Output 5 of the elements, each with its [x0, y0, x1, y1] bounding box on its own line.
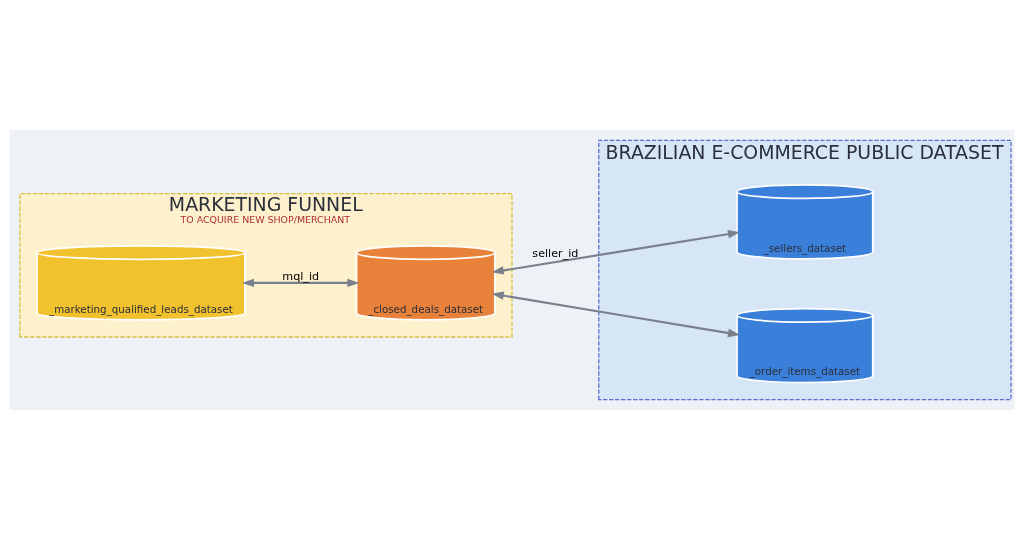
arrow: [241, 278, 360, 288]
edge-label: mql_id: [282, 269, 320, 283]
arrow: [491, 291, 740, 338]
edge-label: seller_id: [532, 246, 579, 260]
arrow: [491, 230, 740, 275]
